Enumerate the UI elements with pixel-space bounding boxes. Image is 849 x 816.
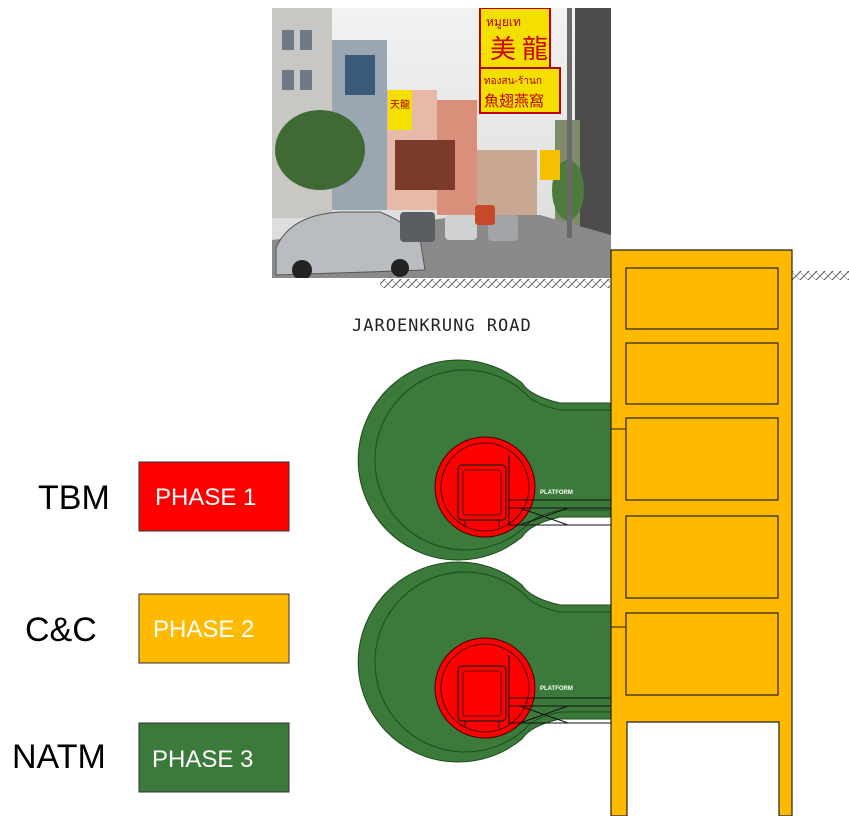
road-label: JAROENKRUNG ROAD xyxy=(352,316,532,336)
legend-swatch-phase-3 xyxy=(138,722,290,793)
legend-item-cc: C&C PHASE 2 xyxy=(25,593,290,664)
legend-method-tbm: TBM xyxy=(38,479,110,517)
legend-method-natm: NATM xyxy=(12,738,106,776)
legend-method-cc: C&C xyxy=(25,611,97,649)
tbm-tunnel-lower xyxy=(434,637,536,739)
photo-sign-6: 天龍 xyxy=(390,98,410,111)
legend-item-tbm: TBM PHASE 1 xyxy=(38,461,290,532)
photo-sign-5: 魚翅燕窩 xyxy=(484,92,544,110)
legend-phase-3-label: PHASE 3 xyxy=(152,746,253,773)
legend-swatch-phase-2 xyxy=(138,593,290,664)
platform-lower xyxy=(508,655,612,724)
legend-item-natm: NATM PHASE 3 xyxy=(12,722,290,793)
platform-label-lower: PLATFORM xyxy=(540,686,573,692)
platform-label-upper: PLATFORM xyxy=(540,490,573,496)
legend-phase-1-label: PHASE 1 xyxy=(155,484,256,511)
legend: TBM PHASE 1 C&C PHASE 2 NATM PHASE 3 xyxy=(12,461,290,793)
photo-sign-2: 美 xyxy=(490,35,516,65)
street-photo: หมูยเท 美 龍 ทองสน-ร้านก 魚翅燕窩 天龍 xyxy=(272,8,611,278)
tbm-tunnel-upper xyxy=(434,436,536,538)
photo-sign-4: ทองสน-ร้านก xyxy=(484,75,542,87)
photo-sign-3: 龍 xyxy=(522,35,548,65)
cut-and-cover-box xyxy=(610,249,793,816)
legend-phase-2-label: PHASE 2 xyxy=(153,616,254,643)
legend-swatch-phase-1 xyxy=(138,461,290,532)
photo-sign-1: หมูยเท xyxy=(486,15,521,30)
ground-line xyxy=(380,271,849,288)
